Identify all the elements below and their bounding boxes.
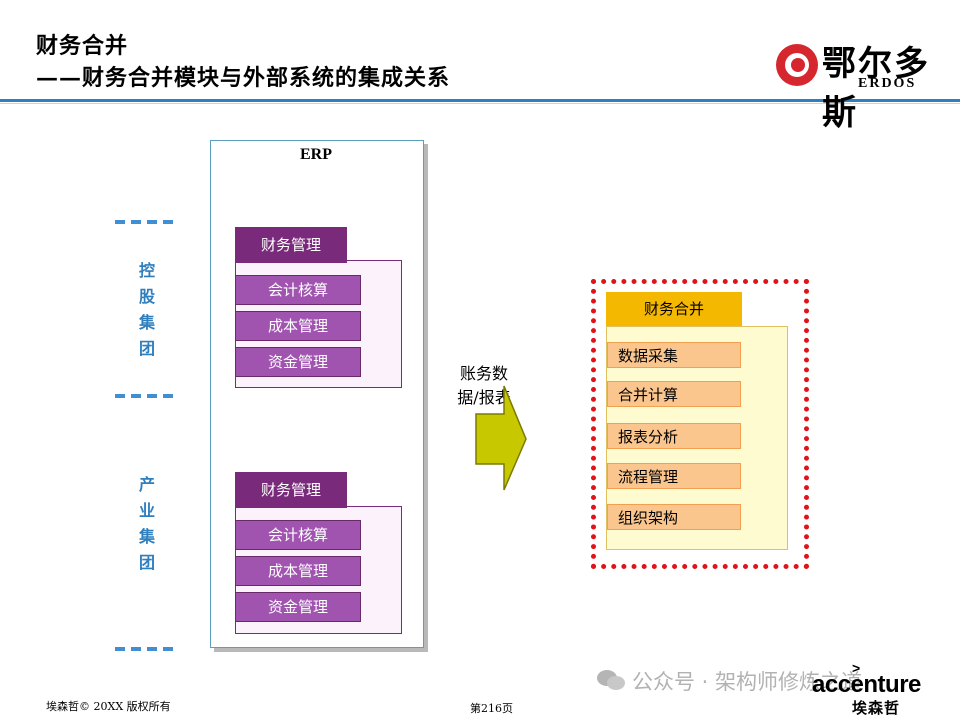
- module-2-item-cost: 成本管理: [235, 556, 361, 586]
- module-1-item-treasury: 资金管理: [235, 347, 361, 377]
- module-1-item-cost: 成本管理: [235, 311, 361, 341]
- wechat-icon: [597, 670, 625, 690]
- flow-label-line2: 据/报表: [457, 388, 511, 407]
- consolidation-item-organization: 组织架构: [607, 504, 741, 530]
- flow-arrow-icon: [475, 385, 527, 491]
- flow-label: 账务数 据/报表: [444, 362, 524, 410]
- finance-module-head-2: 财务管理: [235, 472, 347, 508]
- consolidation-item-process: 流程管理: [607, 463, 741, 489]
- header-divider-light: [0, 103, 960, 104]
- logo-chinese-name: 鄂尔多斯: [822, 44, 930, 133]
- group-label-holding: 控股集团: [138, 261, 155, 358]
- group-label-industry: 产业集团: [138, 475, 155, 572]
- consolidation-item-calculation: 合并计算: [607, 381, 741, 407]
- consolidation-item-report-analysis: 报表分析: [607, 423, 741, 449]
- consolidation-item-data-collection: 数据采集: [607, 342, 741, 368]
- consolidation-head: 财务合并: [606, 292, 742, 326]
- consolidation-highlight-border: [591, 279, 809, 569]
- accenture-chinese-name: 埃森哲: [852, 699, 901, 717]
- footer-copyright: 埃森哲© 20XX 版权所有: [46, 700, 171, 713]
- watermark-text: 公众号 · 架构师修炼之道: [632, 670, 863, 694]
- header-divider: [0, 99, 960, 102]
- group-separator-bottom: [115, 647, 175, 651]
- page-title: 财务合并: [36, 33, 129, 59]
- finance-module-head-1: 财务管理: [235, 227, 347, 263]
- module-1-item-accounting: 会计核算: [235, 275, 361, 305]
- footer-page-number: 第216页: [470, 702, 513, 715]
- erp-label: ERP: [300, 146, 332, 163]
- accenture-logo: accenture: [812, 671, 921, 698]
- accenture-mark-icon: >: [852, 660, 861, 676]
- logo-english-name: ERDOS: [858, 76, 917, 91]
- group-separator-middle: [115, 394, 175, 398]
- flow-label-line1: 账务数: [459, 364, 508, 383]
- erdos-logo-icon: [776, 44, 818, 86]
- module-2-item-treasury: 资金管理: [235, 592, 361, 622]
- module-2-item-accounting: 会计核算: [235, 520, 361, 550]
- page-subtitle: ——财务合并模块与外部系统的集成关系: [36, 65, 451, 91]
- group-separator-top: [115, 220, 175, 224]
